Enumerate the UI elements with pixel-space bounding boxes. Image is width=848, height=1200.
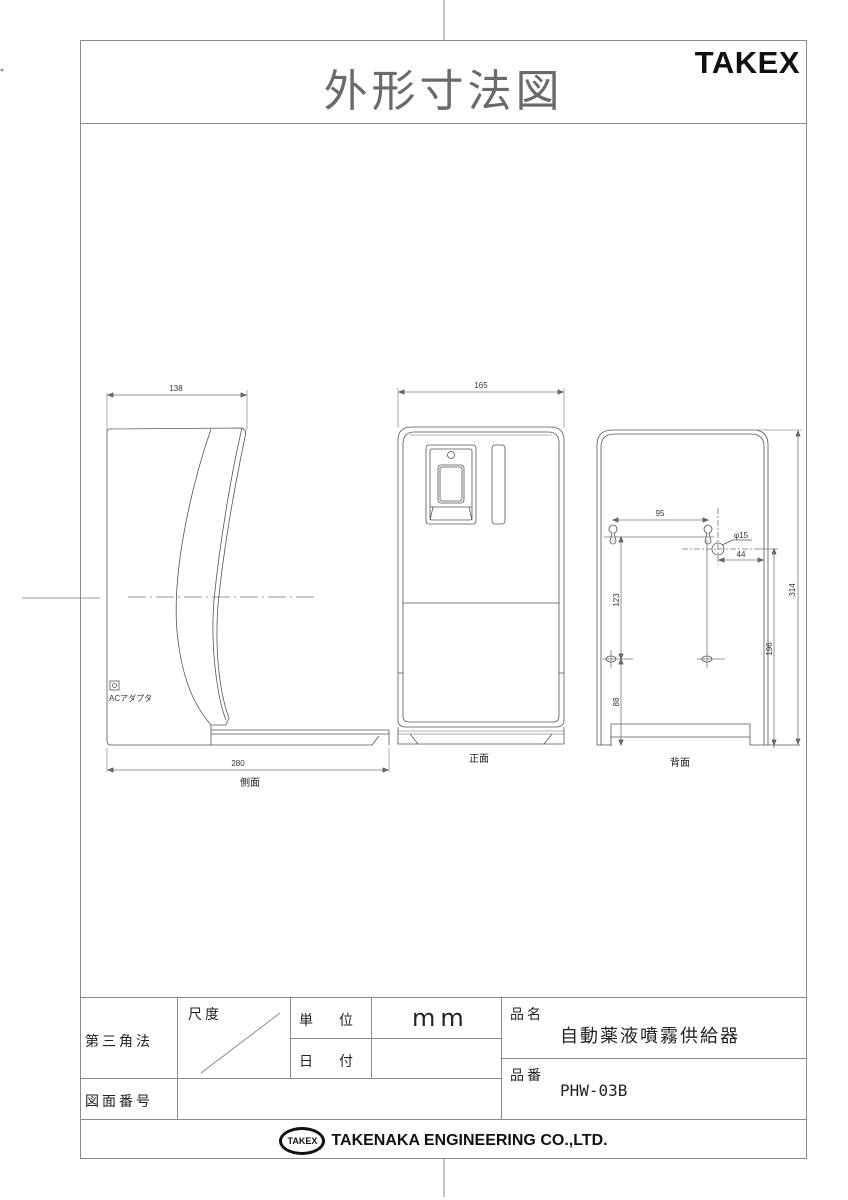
brand-logo: TAKEX: [694, 45, 800, 80]
title-block: 第三角法 尺度 単 位 mm 日 付 品名 自動薬液噴霧供給器 品番 PHW-0…: [80, 997, 807, 1159]
product-name-cell: 品名 自動薬液噴霧供給器: [501, 997, 807, 1059]
company-banner: TAKEX TAKENAKA ENGINEERING CO.,LTD.: [80, 1123, 807, 1159]
unit-label-cell: 単 位: [290, 997, 372, 1039]
unit-value: mm: [412, 1004, 469, 1032]
company-cell: [80, 1119, 807, 1159]
product-number-value: PHW-03B: [560, 1081, 628, 1100]
ac-adapter-label: ACアダプタ: [109, 693, 152, 703]
side-width-dim: 138: [169, 384, 183, 393]
product-number-label: 品番: [510, 1068, 544, 1084]
hole-spacing-dim: 95: [656, 509, 665, 518]
product-name-label: 品名: [510, 1007, 544, 1023]
product-number-cell: 品番 PHW-03B: [501, 1058, 807, 1120]
hole-diameter-dim: φ15: [734, 531, 749, 540]
projection-cell: 第三角法: [80, 997, 178, 1079]
scale-label: 尺度: [188, 1007, 222, 1023]
back-view: 95 φ15 44 123 88 196 314 背面: [596, 429, 802, 769]
total-height-dim: 314: [788, 583, 797, 597]
drawing-number-label: 図面番号: [85, 1094, 153, 1110]
side-depth-dim: 280: [231, 759, 245, 768]
title-row: 外形寸法図 TAKEX: [81, 41, 806, 124]
upper-height-dim: 123: [612, 593, 621, 607]
back-view-label: 背面: [670, 756, 690, 769]
company-logo-icon: TAKEX: [279, 1127, 326, 1155]
drawing-number-label-cell: 図面番号: [80, 1078, 178, 1120]
hole-height-dim: 196: [765, 642, 774, 656]
side-view-label: 側面: [240, 776, 260, 789]
front-view: 165 正面: [397, 381, 565, 765]
product-name-value: 自動薬液噴霧供給器: [560, 1026, 740, 1047]
date-value-cell[interactable]: [371, 1038, 502, 1079]
projection-method: 第三角法: [85, 1034, 153, 1050]
lower-height-dim: 88: [612, 697, 621, 706]
unit-label: 単 位: [299, 1013, 359, 1029]
front-view-label: 正面: [469, 754, 489, 765]
front-width-dim: 165: [474, 381, 488, 390]
company-name: TAKENAKA ENGINEERING CO.,LTD.: [331, 1132, 608, 1149]
date-label-cell: 日 付: [290, 1038, 372, 1079]
hole-offset-dim: 44: [737, 550, 746, 559]
page-title: 外形寸法図: [323, 66, 564, 117]
side-view: ACアダプタ 280 138 側面: [106, 384, 390, 789]
drawing-number-value-cell[interactable]: [177, 1078, 502, 1120]
scale-cell: 尺度: [177, 997, 291, 1079]
date-label: 日 付: [299, 1054, 359, 1070]
scale-slash: [200, 1012, 281, 1074]
company-logo-text: TAKEX: [287, 1136, 318, 1146]
unit-value-cell: mm: [371, 997, 502, 1039]
